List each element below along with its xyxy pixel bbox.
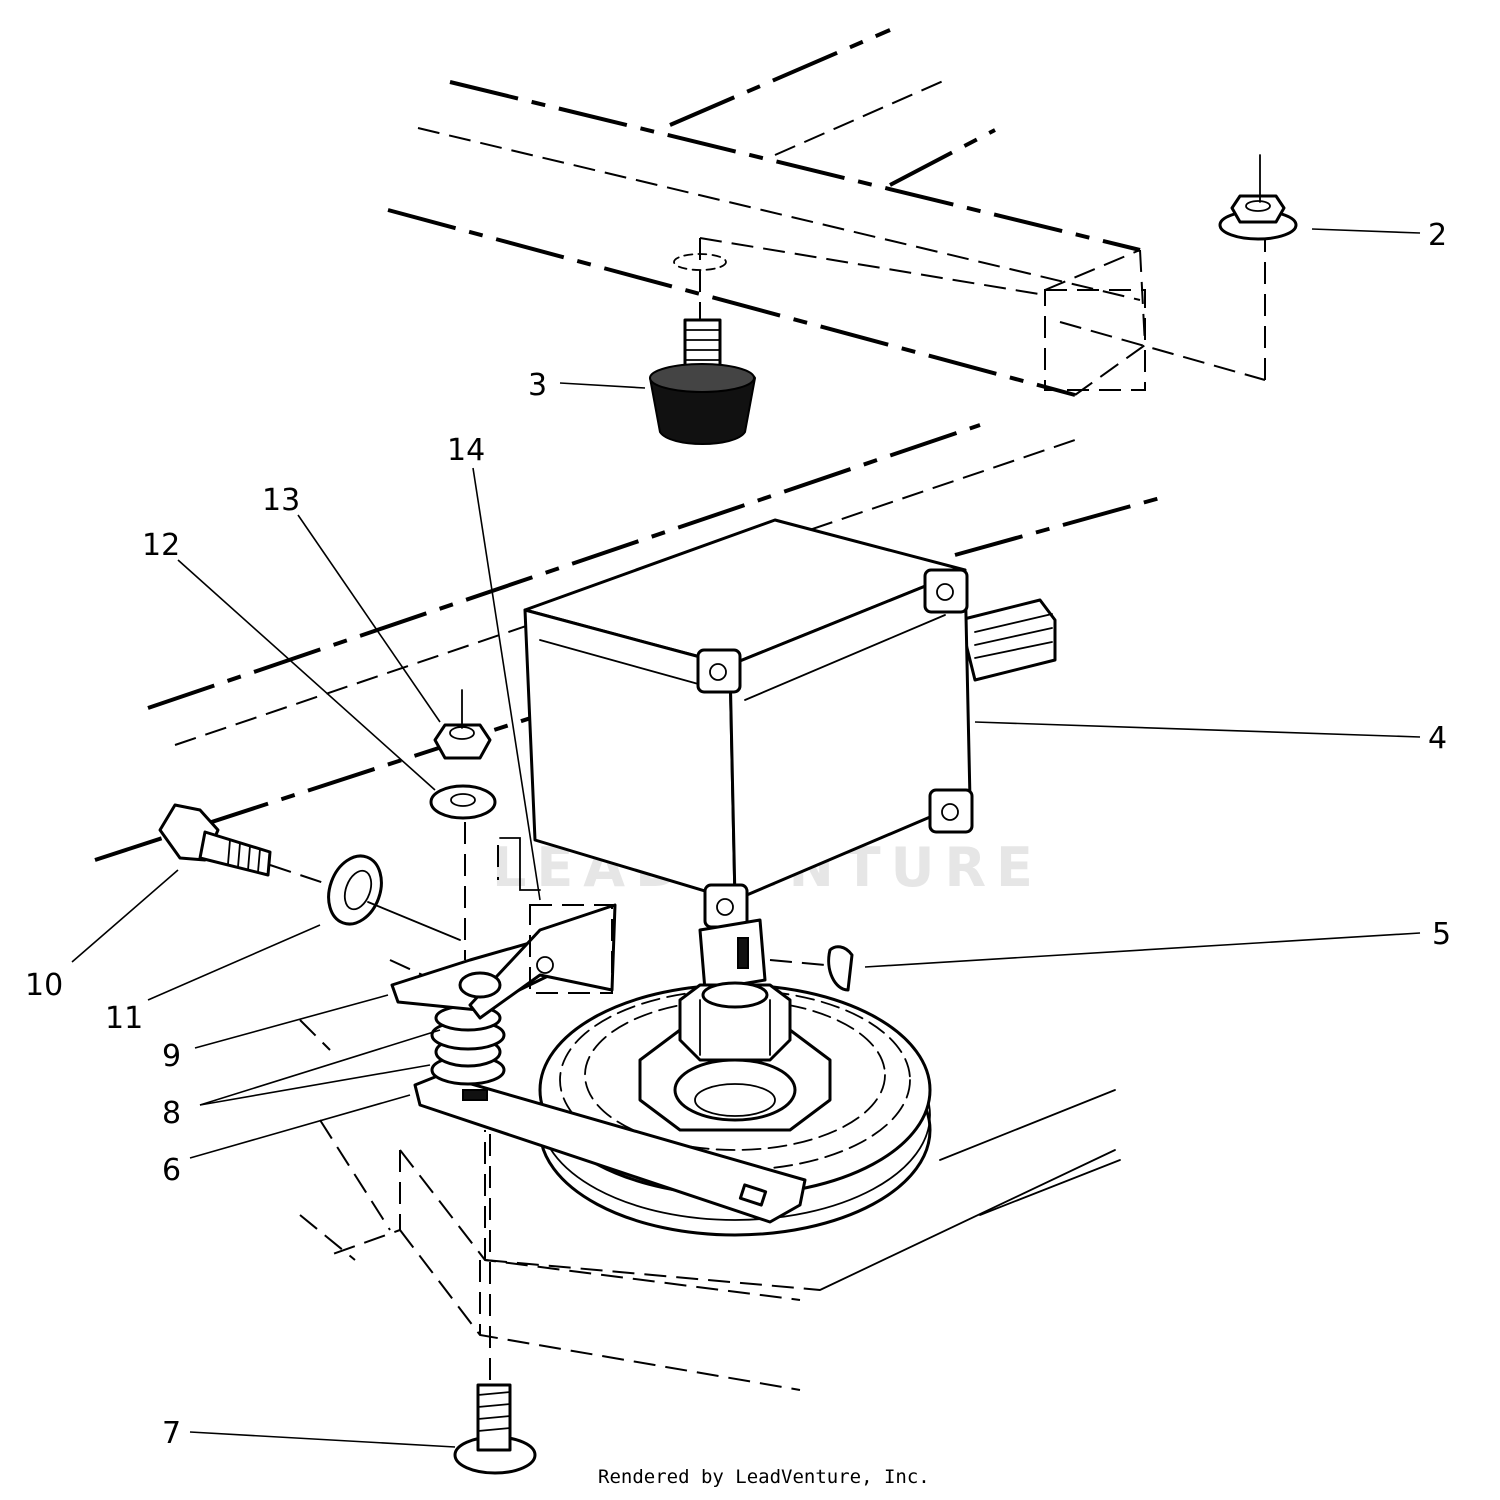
flange-nut-part-2 bbox=[1218, 154, 1298, 241]
bolt-part-10 bbox=[158, 803, 331, 886]
callout-12: 12 bbox=[142, 528, 180, 563]
callout-2: 2 bbox=[1428, 218, 1447, 253]
lock-washer-part-11 bbox=[327, 854, 461, 941]
bushing-part-8 bbox=[430, 1004, 506, 1086]
frame-rail bbox=[387, 28, 1266, 397]
washer-part-12 bbox=[429, 784, 497, 820]
callout-8: 8 bbox=[162, 1096, 181, 1131]
key-part-5 bbox=[769, 945, 854, 992]
bracket-part-9 bbox=[390, 837, 617, 1020]
screw-part-7 bbox=[453, 1130, 537, 1475]
callout-5: 5 bbox=[1432, 917, 1451, 952]
callout-3: 3 bbox=[528, 368, 547, 403]
callout-4: 4 bbox=[1428, 721, 1447, 756]
callout-14: 14 bbox=[447, 433, 485, 468]
callout-9: 9 bbox=[162, 1039, 181, 1074]
gearbox-part-4 bbox=[523, 518, 1057, 992]
rubber-bumper-part-3 bbox=[648, 318, 757, 445]
deck-outline bbox=[94, 423, 1161, 1391]
leader-lines bbox=[71, 228, 1421, 1448]
nut-part-13 bbox=[433, 689, 492, 960]
callout-11: 11 bbox=[105, 1001, 143, 1036]
callout-7: 7 bbox=[162, 1416, 181, 1451]
render-credit: Rendered by LeadVenture, Inc. bbox=[598, 1466, 930, 1488]
callout-10: 10 bbox=[25, 968, 63, 1003]
pulley bbox=[538, 981, 932, 1237]
callout-6: 6 bbox=[162, 1153, 181, 1188]
callout-labels: 2 3 4 5 6 7 8 9 10 11 12 13 14 bbox=[25, 218, 1451, 1451]
callout-13: 13 bbox=[262, 483, 300, 518]
